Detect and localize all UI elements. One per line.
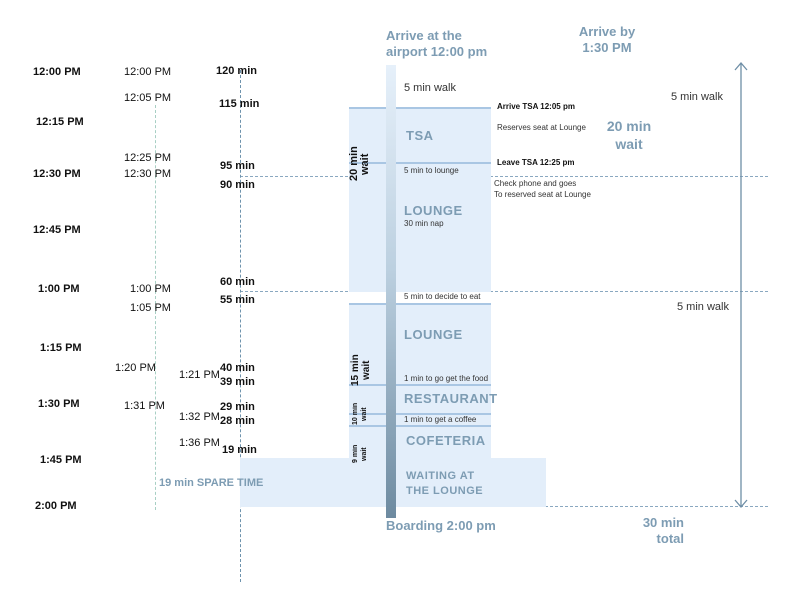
lounge-restaurant-block	[349, 303, 491, 458]
minutes-left: 39 min	[220, 376, 255, 388]
clock-time: 2:00 PM	[35, 500, 77, 512]
divider-100	[240, 291, 768, 292]
walk-note: 5 min walk	[404, 82, 456, 94]
clock-time: 12:30 PM	[33, 168, 81, 180]
border-tsa-bottom	[349, 162, 491, 164]
leave-tsa-note: Leave TSA 12:25 pm	[497, 158, 575, 167]
clock-time: 12:00 PM	[33, 66, 81, 78]
minutes-left: 55 min	[220, 294, 255, 306]
border-restaurant-top	[349, 384, 491, 386]
arrive-tsa-note: Arrive TSA 12:05 pm	[497, 102, 575, 111]
clock-time: 1:45 PM	[40, 454, 82, 466]
minutes-left: 29 min	[220, 401, 255, 413]
minutes-left: 95 min	[220, 160, 255, 172]
event-time: 12:25 PM	[124, 152, 172, 164]
spare-time-label: 19 min SPARE TIME	[159, 477, 264, 489]
event-time: 12:00 PM	[124, 66, 172, 78]
minutes-left: 28 min	[220, 415, 255, 427]
cofeteria-label: COFETERIA	[406, 433, 486, 448]
get-food-note: 1 min to go get the food	[404, 374, 489, 383]
event-time: 1:00 PM	[130, 283, 171, 295]
clock-time: 1:30 PM	[38, 398, 80, 410]
lounge-label: LOUNGE	[404, 203, 463, 218]
border-tsa-top	[349, 107, 491, 109]
tsa-lounge-block	[349, 107, 491, 292]
timeline-bar	[386, 65, 396, 518]
event-time: 12:30 PM	[124, 168, 172, 180]
border-cofeteria-top	[349, 425, 491, 427]
divider-1230	[240, 176, 768, 177]
minutes-left: 19 min	[222, 444, 257, 456]
minutes-left: 120 min	[216, 65, 257, 77]
clock-time: 12:15 PM	[36, 116, 84, 128]
get-coffee-note: 1 min to get a coffee	[404, 415, 477, 424]
clock-time: 1:00 PM	[38, 283, 80, 295]
nap-note: 30 min nap	[404, 219, 444, 228]
vertical-guide-minutes	[240, 70, 241, 582]
minutes-left: 60 min	[220, 276, 255, 288]
border-restaurant-bottom	[349, 413, 491, 415]
to-lounge-note: 5 min to lounge	[404, 166, 459, 175]
minutes-left: 90 min	[220, 179, 255, 191]
clock-time: 1:15 PM	[40, 342, 82, 354]
event-time: 12:05 PM	[124, 92, 172, 104]
event-time: 1:05 PM	[130, 302, 171, 314]
inner-time: 1:32 PM	[179, 411, 220, 423]
vertical-guide-left	[155, 105, 156, 510]
minutes-left: 40 min	[220, 362, 255, 374]
minutes-left: 115 min	[219, 98, 260, 110]
reserves-note: Reserves seat at Lounge	[497, 123, 586, 132]
decide-note: 5 min to decide to eat	[404, 292, 481, 301]
walk-top-right: 5 min walk	[671, 91, 723, 103]
boarding-label: Boarding 2:00 pm	[386, 518, 496, 533]
walk-mid-right: 5 min walk	[677, 301, 729, 313]
restaurant-label: RESTAURANT	[404, 391, 498, 406]
inner-time: 1:21 PM	[179, 369, 220, 381]
lounge-label-2: LOUNGE	[404, 327, 463, 342]
clock-time: 12:45 PM	[33, 224, 81, 236]
tsa-label: TSA	[406, 128, 434, 143]
inner-time: 1:36 PM	[179, 437, 220, 449]
event-time: 1:31 PM	[124, 400, 165, 412]
border-lounge2-top	[349, 303, 491, 305]
event-time: 1:20 PM	[115, 362, 156, 374]
duration-arrow	[734, 62, 748, 508]
